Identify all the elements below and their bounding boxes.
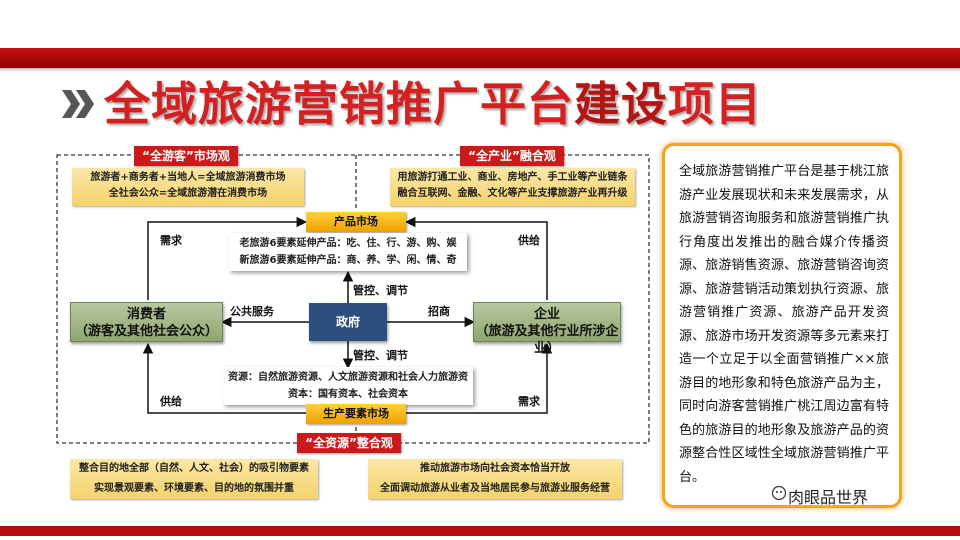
tourist-market-line2: 全社会公众=全域旅游潜在消费市场 xyxy=(108,188,268,199)
description-text: 全域旅游营销推广平台是基于桃江旅游产业发展现状和未来发展需求，从旅游营销咨询服务… xyxy=(679,164,889,485)
wechat-icon xyxy=(771,485,787,501)
industry-box: 用旅游打通工业、商业、房地产、手工业等产业链条 融合互联网、金融、文化等产业支撑… xyxy=(390,168,635,206)
description-panel: 全域旅游营销推广平台是基于桃江旅游产业发展现状和未来发展需求，从旅游营销咨询服务… xyxy=(662,143,902,508)
label-regulate-top: 管控、调节 xyxy=(353,284,408,297)
enterprise-title: 企业 xyxy=(533,307,560,322)
enterprise-box: 企业 （旅游及其他行业所涉企业） xyxy=(473,302,621,356)
resource-left-line2: 实现景观要素、环境要素、目的地的氛围并重 xyxy=(94,483,294,494)
tag-tourist-market: “全游客”市场观 xyxy=(134,146,238,166)
factor-market-line1: 资源：自然旅游资源、人文旅游资源和社会人力旅游资 xyxy=(228,372,468,383)
page-title: 全域旅游营销推广平台建设项目 xyxy=(104,76,762,132)
product-market-title: 产品市场 xyxy=(306,212,406,232)
label-public-service: 公共服务 xyxy=(230,305,274,318)
top-bar-shadow xyxy=(0,68,960,72)
label-supply-bottom: 供给 xyxy=(160,395,182,408)
watermark-text: 肉眼品世界 xyxy=(788,488,869,507)
label-regulate-bottom: 管控、调节 xyxy=(353,349,408,362)
tag-resource: “全资源”整合观 xyxy=(297,433,401,453)
enterprise-subtitle: （旅游及其他行业所涉企业） xyxy=(475,324,619,356)
factor-market-box: 资源：自然旅游资源、人文旅游资源和社会人力旅游资 资本：国有资本、社会资本 xyxy=(223,367,473,405)
title-part2: 建设 xyxy=(574,77,668,131)
consumer-box: 消费者 （游客及其他社会公众） xyxy=(70,302,223,342)
product-market-box: 老旅游6要素延伸产品：吃、住、行、游、购、娱 新旅游6要素延伸产品：商、养、学、… xyxy=(229,233,467,271)
label-demand-top: 需求 xyxy=(160,234,182,247)
tourist-market-box: 旅游者+商务者+当地人=全域旅游消费市场 全社会公众=全域旅游潜在消费市场 xyxy=(72,168,304,206)
tag-industry: “全产业”融合观 xyxy=(460,146,564,166)
product-market-line2: 新旅游6要素延伸产品：商、养、学、闲、情、奇 xyxy=(239,255,457,266)
product-market-line1: 老旅游6要素延伸产品：吃、住、行、游、购、娱 xyxy=(239,238,457,249)
title-part1: 全域旅游营销推广平台 xyxy=(104,77,574,131)
label-demand-bottom: 需求 xyxy=(518,395,540,408)
top-red-bar xyxy=(0,48,960,68)
label-investment: 招商 xyxy=(428,305,450,318)
industry-line2: 融合互联网、金融、文化等产业支撑旅游产业再升级 xyxy=(397,188,628,199)
resource-right-box: 推动旅游市场向社会资本恰当开放 全面调动旅游从业者及当地居民参与旅游业服务经营 xyxy=(368,459,622,499)
resource-left-box: 整合目的地全部（自然、人文、社会）的吸引物要素 实现景观要素、环境要素、目的地的… xyxy=(70,459,318,499)
title-part3: 项目 xyxy=(668,77,762,131)
industry-line1: 用旅游打通工业、商业、房地产、手工业等产业链条 xyxy=(397,172,628,183)
resource-left-line1: 整合目的地全部（自然、人文、社会）的吸引物要素 xyxy=(79,463,309,474)
consumer-subtitle: （游客及其他社会公众） xyxy=(74,324,218,339)
label-supply-top: 供给 xyxy=(518,234,540,247)
resource-right-line2: 全面调动旅游从业者及当地居民参与旅游业服务经营 xyxy=(380,483,610,494)
government-box: 政府 xyxy=(309,303,387,341)
bottom-red-bar xyxy=(0,526,960,536)
resource-right-line1: 推动旅游市场向社会资本恰当开放 xyxy=(420,463,570,474)
tourist-market-line1: 旅游者+商务者+当地人=全域旅游消费市场 xyxy=(90,172,286,183)
factor-market-title: 生产要素市场 xyxy=(306,404,406,424)
consumer-title: 消费者 xyxy=(126,307,166,322)
double-chevron-icon xyxy=(62,90,94,118)
factor-market-line2: 资本：国有资本、社会资本 xyxy=(288,389,408,400)
